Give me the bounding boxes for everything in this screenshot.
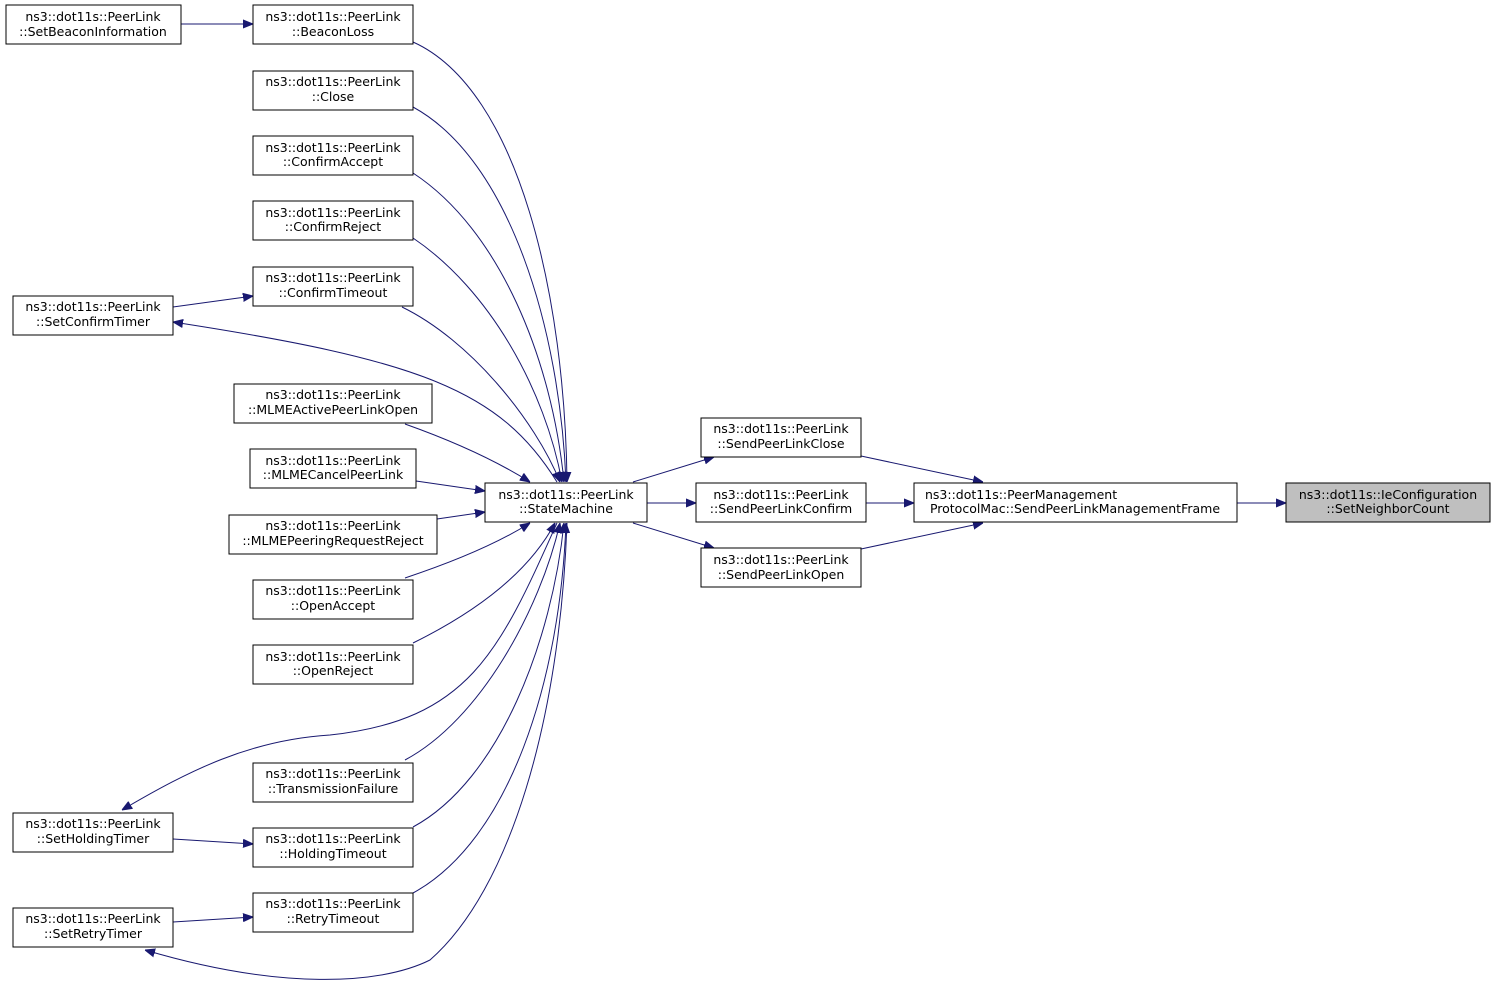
node-line2: ::Close: [312, 89, 355, 104]
node-send-peer-link-close[interactable]: ns3::dot11s::PeerLink ::SendPeerLinkClos…: [700, 417, 862, 458]
edge-confirmreject-to-statemachine: [412, 237, 562, 482]
node-line2: ::SendPeerLinkOpen: [718, 567, 845, 582]
edge-holdingtimeout-to-setholdingtimer: [172, 838, 253, 844]
node-line2: ::StateMachine: [519, 501, 613, 516]
node-holding-timeout[interactable]: ns3::dot11s::PeerLink ::HoldingTimeout: [252, 827, 414, 868]
node-line1: ns3::dot11s::PeerManagement: [925, 487, 1117, 502]
node-line1: ns3::dot11s::PeerLink: [265, 453, 401, 468]
node-line1: ns3::dot11s::PeerLink: [498, 487, 634, 502]
node-retry-timeout[interactable]: ns3::dot11s::PeerLink ::RetryTimeout: [252, 892, 414, 933]
node-state-machine[interactable]: ns3::dot11s::PeerLink ::StateMachine: [484, 482, 648, 523]
edge-sendpeerlinkopen-to-sendmgmtframe: [860, 523, 983, 550]
node-mlme-peering-request-reject[interactable]: ns3::dot11s::PeerLink ::MLMEPeeringReque…: [228, 514, 438, 555]
edge-statemachine-to-sendpeerlinkclose: [632, 457, 714, 483]
node-line2: ::SendPeerLinkClose: [717, 436, 844, 451]
node-line1: ns3::dot11s::PeerLink: [265, 831, 401, 846]
node-line1: ns3::dot11s::PeerLink: [265, 583, 401, 598]
edge-setconfirmtimer-to-statemachine: [173, 322, 558, 483]
edge-sendpeerlinkclose-to-sendmgmtframe: [860, 455, 983, 482]
node-set-neighbor-count[interactable]: ns3::dot11s::IeConfiguration ::SetNeighb…: [1285, 482, 1491, 523]
node-line1: ns3::dot11s::PeerLink: [713, 421, 849, 436]
edge-confirmaccept-to-statemachine: [412, 172, 564, 482]
node-open-accept[interactable]: ns3::dot11s::PeerLink ::OpenAccept: [252, 579, 414, 620]
node-line2: ::SendPeerLinkConfirm: [710, 501, 852, 516]
node-set-holding-timer[interactable]: ns3::dot11s::PeerLink ::SetHoldingTimer: [12, 812, 174, 853]
nodes-group: ns3::dot11s::IeConfiguration ::SetNeighb…: [5, 4, 1491, 948]
edge-mlmepeeringreject-to-statemachine: [436, 512, 485, 520]
node-line1: ns3::dot11s::PeerLink: [265, 896, 401, 911]
node-send-peer-link-confirm[interactable]: ns3::dot11s::PeerLink ::SendPeerLinkConf…: [695, 482, 867, 523]
node-line1: ns3::dot11s::PeerLink: [265, 766, 401, 781]
node-line1: ns3::dot11s::PeerLink: [25, 816, 161, 831]
edge-openaccept-to-statemachine: [404, 523, 530, 579]
node-line1: ns3::dot11s::PeerLink: [713, 487, 849, 502]
node-line1: ns3::dot11s::PeerLink: [25, 299, 161, 314]
edge-statemachine-to-sendpeerlinkopen: [632, 522, 714, 548]
node-line2: ::MLMEActivePeerLinkOpen: [248, 402, 418, 417]
node-mlme-cancel-peer-link[interactable]: ns3::dot11s::PeerLink ::MLMECancelPeerLi…: [249, 448, 417, 489]
node-line1: ns3::dot11s::PeerLink: [265, 205, 401, 220]
node-line2: ::SetNeighborCount: [1326, 501, 1449, 516]
node-send-peer-link-open[interactable]: ns3::dot11s::PeerLink ::SendPeerLinkOpen: [700, 547, 862, 588]
node-line2: ::SetConfirmTimer: [36, 314, 151, 329]
node-line1: ns3::dot11s::PeerLink: [265, 518, 401, 533]
node-confirm-timeout[interactable]: ns3::dot11s::PeerLink ::ConfirmTimeout: [252, 266, 414, 307]
edge-setretrytimer-to-statemachine: [145, 522, 568, 980]
node-line1: ns3::dot11s::PeerLink: [25, 911, 161, 926]
node-line1: ns3::dot11s::PeerLink: [265, 270, 401, 285]
node-line1: ns3::dot11s::IeConfiguration: [1299, 487, 1477, 502]
edge-confirmtimeout-to-statemachine: [401, 306, 560, 482]
node-line1: ns3::dot11s::PeerLink: [713, 552, 849, 567]
node-beacon-loss[interactable]: ns3::dot11s::PeerLink ::BeaconLoss: [252, 4, 414, 45]
node-close[interactable]: ns3::dot11s::PeerLink ::Close: [252, 70, 414, 111]
node-mlme-active-peer-link-open[interactable]: ns3::dot11s::PeerLink ::MLMEActivePeerLi…: [233, 383, 433, 424]
node-line2: ::SetRetryTimer: [44, 926, 143, 941]
edge-openreject-to-statemachine: [412, 523, 555, 644]
node-line2: ::HoldingTimeout: [279, 846, 386, 861]
node-line2: ::MLMECancelPeerLink: [263, 467, 404, 482]
node-line2: ::ConfirmReject: [285, 219, 382, 234]
edge-beaconloss-to-statemachine: [412, 41, 567, 482]
node-line1: ns3::dot11s::PeerLink: [25, 9, 161, 24]
node-line2: ::BeaconLoss: [292, 24, 374, 39]
edge-holdingtimeout-to-statemachine: [412, 523, 564, 828]
node-line2: ::MLMEPeeringRequestReject: [242, 533, 423, 548]
node-line2: ::ConfirmAccept: [283, 154, 383, 169]
node-line1: ns3::dot11s::PeerLink: [265, 9, 401, 24]
node-line2: ::ConfirmTimeout: [279, 285, 388, 300]
node-confirm-reject[interactable]: ns3::dot11s::PeerLink ::ConfirmReject: [252, 200, 414, 241]
edge-retrytimeout-to-setretrytimer: [172, 917, 253, 923]
node-line1: ns3::dot11s::PeerLink: [265, 649, 401, 664]
node-set-confirm-timer[interactable]: ns3::dot11s::PeerLink ::SetConfirmTimer: [12, 295, 174, 336]
node-line2: ::OpenAccept: [291, 598, 376, 613]
node-set-retry-timer[interactable]: ns3::dot11s::PeerLink ::SetRetryTimer: [12, 907, 174, 948]
edges-group: [122, 24, 1286, 980]
node-line2: ::TransmissionFailure: [268, 781, 399, 796]
edge-transmissionfailure-to-statemachine: [404, 523, 560, 761]
edge-mlmecancel-to-statemachine: [415, 480, 485, 491]
node-line2: ::SetBeaconInformation: [19, 24, 167, 39]
edge-setholdingtimer-to-statemachine: [122, 522, 558, 810]
node-set-beacon-information[interactable]: ns3::dot11s::PeerLink ::SetBeaconInforma…: [5, 4, 182, 45]
node-line2: ::RetryTimeout: [287, 911, 380, 926]
node-line2: ProtocolMac::SendPeerLinkManagementFrame: [930, 501, 1220, 516]
node-line2: ::OpenReject: [293, 663, 374, 678]
node-line1: ns3::dot11s::PeerLink: [265, 387, 401, 402]
edge-mlmeactive-to-statemachine: [404, 423, 530, 482]
edge-retrytimeout-to-statemachine: [412, 523, 566, 894]
node-confirm-accept[interactable]: ns3::dot11s::PeerLink ::ConfirmAccept: [252, 135, 414, 176]
node-transmission-failure[interactable]: ns3::dot11s::PeerLink ::TransmissionFail…: [252, 762, 414, 803]
edge-confirmtimeout-to-setconfirmtimer: [172, 296, 253, 308]
edge-close-to-statemachine: [412, 106, 566, 482]
node-line1: ns3::dot11s::PeerLink: [265, 74, 401, 89]
node-line2: ::SetHoldingTimer: [37, 831, 150, 846]
node-open-reject[interactable]: ns3::dot11s::PeerLink ::OpenReject: [252, 644, 414, 685]
node-send-mgmt-frame[interactable]: ns3::dot11s::PeerManagement ProtocolMac:…: [913, 482, 1238, 523]
node-line1: ns3::dot11s::PeerLink: [265, 140, 401, 155]
